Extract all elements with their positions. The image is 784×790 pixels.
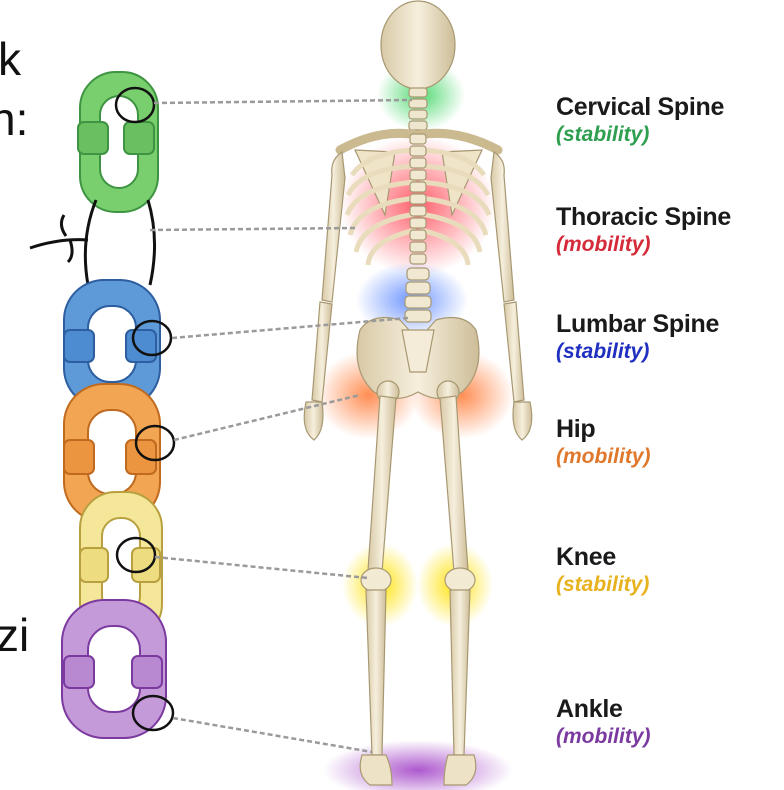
region-name: Hip (556, 414, 776, 444)
label-thoracic-spine: Thoracic Spine (mobility) (556, 202, 776, 257)
region-name: Knee (556, 542, 776, 572)
purple-link (62, 600, 166, 738)
chain (30, 72, 166, 738)
leader-thoracic (150, 228, 355, 230)
cropped-text-fragment-2: n: (0, 96, 28, 142)
region-type: (mobility) (556, 232, 776, 257)
leader-cervical (154, 100, 412, 103)
leader-ankle (173, 718, 372, 752)
cropped-text-fragment-3: zi (0, 612, 29, 658)
skull (381, 1, 455, 89)
region-type: (stability) (556, 339, 776, 364)
label-cervical-spine: Cervical Spine (stability) (556, 92, 776, 147)
label-knee: Knee (stability) (556, 542, 776, 597)
region-type: (stability) (556, 122, 776, 147)
label-hip: Hip (mobility) (556, 414, 776, 469)
tibias (366, 590, 470, 755)
cropped-text-fragment-1: k (0, 36, 21, 82)
glow-regions (316, 59, 514, 790)
label-lumbar-spine: Lumbar Spine (stability) (556, 309, 776, 364)
region-name: Thoracic Spine (556, 202, 776, 232)
leader-knee (155, 557, 368, 578)
region-type: (stability) (556, 572, 776, 597)
black-cord (30, 200, 155, 285)
region-name: Ankle (556, 694, 776, 724)
region-type: (mobility) (556, 444, 776, 469)
region-name: Cervical Spine (556, 92, 776, 122)
green-link (78, 72, 158, 212)
region-type: (mobility) (556, 724, 776, 749)
label-ankle: Ankle (mobility) (556, 694, 776, 749)
region-name: Lumbar Spine (556, 309, 776, 339)
